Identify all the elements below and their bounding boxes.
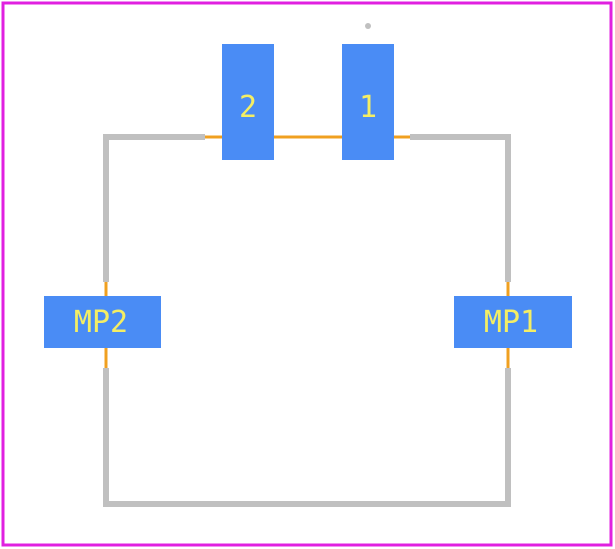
pad-1-label: 1 <box>359 90 377 125</box>
pad-mp1: MP1 <box>454 296 572 348</box>
pad-mp2: MP2 <box>44 296 161 348</box>
silkscreen-outline <box>103 134 511 507</box>
pad-mp2-copper <box>44 296 161 348</box>
pad-2-label: 2 <box>239 90 257 125</box>
pad-mp1-copper <box>454 296 572 348</box>
copper-traces <box>104 135 510 368</box>
pad-2-copper <box>222 44 274 160</box>
pad-2: 2 <box>222 44 274 160</box>
pad-mp2-label: MP2 <box>74 305 128 340</box>
pad-1: 1 <box>342 44 394 160</box>
pad-1-copper <box>342 44 394 160</box>
pin1-indicator-dot <box>365 23 371 29</box>
silkscreen-top-left-segment <box>103 134 205 282</box>
silkscreen-bottom-segment <box>103 368 511 507</box>
silkscreen-top-right-segment <box>410 134 511 282</box>
pad-mp1-label: MP1 <box>484 305 538 340</box>
